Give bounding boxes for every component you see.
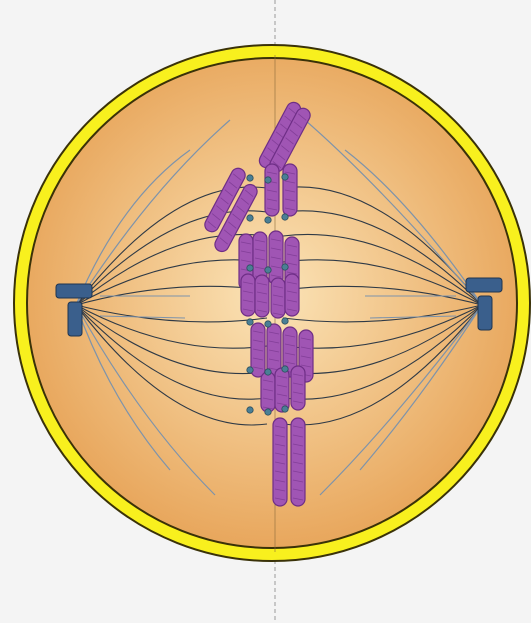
kinetochore (247, 319, 253, 325)
chromatid-body (261, 372, 275, 412)
chromatid (271, 278, 285, 318)
chromatid (241, 274, 255, 316)
chromatid (275, 368, 289, 412)
kinetochore (265, 267, 271, 273)
kinetochore (282, 174, 288, 180)
centriole (478, 296, 492, 330)
kinetochore (247, 407, 253, 413)
centriole (466, 278, 502, 292)
centriole (56, 284, 92, 298)
chromatid (273, 418, 287, 506)
kinetochore (265, 217, 271, 223)
chromatid (269, 231, 283, 285)
chromatid (265, 164, 279, 216)
chromatid-body (271, 278, 285, 318)
kinetochore (247, 215, 253, 221)
kinetochore (265, 321, 271, 327)
kinetochore (282, 318, 288, 324)
chromatid-body (291, 366, 305, 410)
chromatid (283, 164, 297, 216)
kinetochore (247, 367, 253, 373)
kinetochore (282, 406, 288, 412)
kinetochore (247, 265, 253, 271)
centriole (68, 302, 82, 336)
kinetochore (282, 366, 288, 372)
kinetochore (247, 175, 253, 181)
kinetochore (265, 177, 271, 183)
chromatid (291, 366, 305, 410)
chromatid (261, 372, 275, 412)
kinetochore (265, 369, 271, 375)
chromatid (255, 275, 269, 317)
chromatid-body (275, 368, 289, 412)
chromatid (291, 418, 305, 506)
kinetochore (282, 264, 288, 270)
kinetochore (265, 409, 271, 415)
chromatid (285, 274, 299, 316)
kinetochore (282, 214, 288, 220)
